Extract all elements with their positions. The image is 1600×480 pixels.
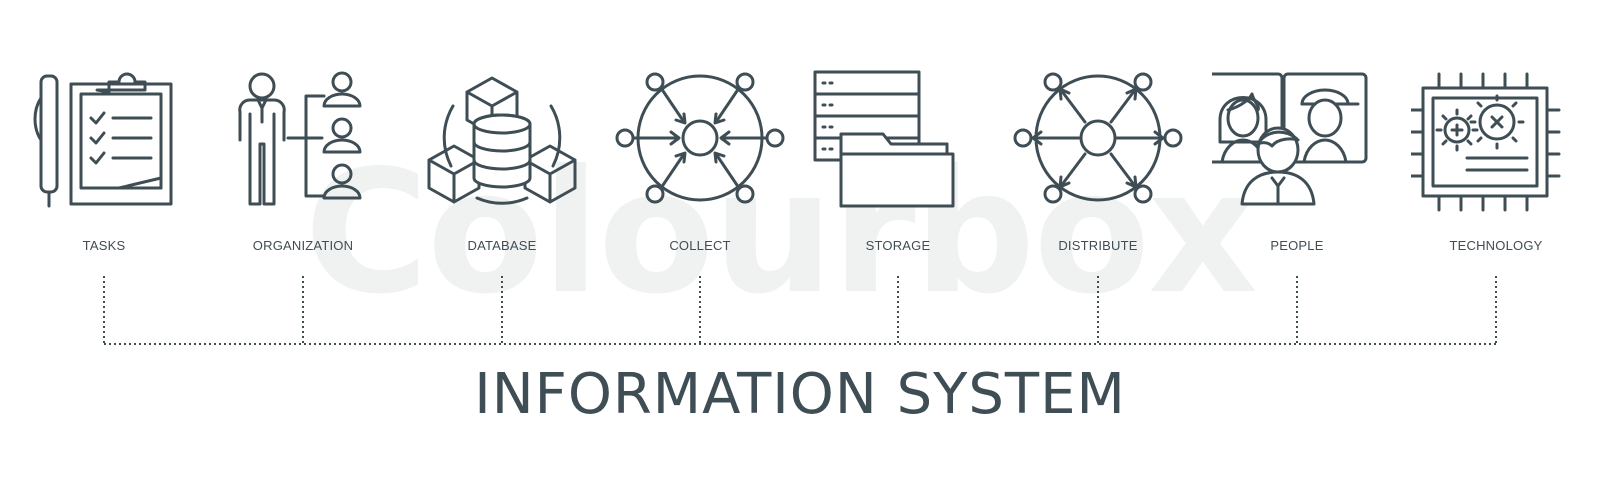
- label-tasks: TASKS: [82, 238, 126, 253]
- server-folder-icon: [813, 70, 955, 208]
- item-distribute: [1013, 58, 1183, 218]
- item-people: [1212, 58, 1382, 218]
- item-tasks: [19, 58, 189, 218]
- network-collect-icon: [615, 72, 785, 204]
- label-distribute: DISTRIBUTE: [1058, 238, 1138, 253]
- label-storage: STORAGE: [865, 238, 931, 253]
- item-collect: [615, 58, 785, 218]
- org-chart-icon: [238, 71, 362, 206]
- chip-gears-icon: [1411, 72, 1561, 212]
- item-database: [417, 58, 587, 218]
- label-technology: TECHNOLOGY: [1449, 238, 1543, 253]
- network-distribute-icon: [1013, 72, 1183, 204]
- item-organization: [218, 58, 388, 218]
- item-storage: [813, 58, 983, 218]
- clipboard-checklist-icon: [33, 72, 173, 208]
- label-people: PEOPLE: [1270, 238, 1324, 253]
- main-title: INFORMATION SYSTEM: [474, 362, 1126, 427]
- label-organization: ORGANIZATION: [252, 238, 354, 253]
- label-database: DATABASE: [467, 238, 537, 253]
- database-cubes-icon: [427, 76, 577, 205]
- item-technology: [1411, 58, 1581, 218]
- people-group-icon: [1212, 72, 1368, 206]
- label-collect: COLLECT: [669, 238, 731, 253]
